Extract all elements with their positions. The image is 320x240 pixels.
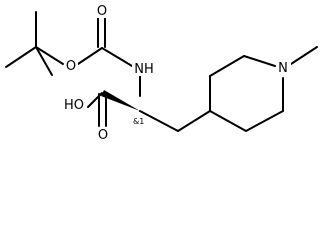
- bond-ring-c2-n-upper: [243, 55, 276, 67]
- ring-n-mask: [276, 60, 291, 75]
- piperidine-nitrogen-label: N: [278, 61, 288, 76]
- bond-alpha-c-to-ch2: [139, 110, 179, 132]
- bond-ring-c3-c2-upper: [209, 55, 245, 77]
- bond-n-to-methyl: [290, 46, 318, 65]
- bond-tbu-methyl-left: [5, 46, 37, 68]
- bond-tbu-to-ether-o: [35, 46, 64, 65]
- nh-mask: [132, 61, 156, 76]
- acid-o-mask: [96, 127, 110, 142]
- acid-carbonyl-oxygen-label: O: [98, 128, 108, 143]
- carbamate-ether-oxygen-label: O: [66, 59, 76, 74]
- bond-ring-c2-c3-lower: [245, 110, 284, 132]
- acid-hydroxyl-label: HO: [64, 98, 84, 113]
- amide-nh-label: NH: [134, 62, 154, 77]
- stereo-descriptor-label: &1: [133, 117, 144, 126]
- chemical-structure: O O NH HO O N &1: [5, 3, 318, 143]
- ether-o-mask: [64, 58, 78, 73]
- bond-carbamate-c-to-nh: [101, 47, 133, 67]
- bond-ether-o-to-carbonyl-c: [77, 47, 103, 65]
- bond-tbu-methyl-bottom: [35, 46, 53, 76]
- stereo-wedge-bond: [101, 90, 140, 111]
- carbonyl-o-mask: [95, 3, 109, 18]
- carbamate-carbonyl-oxygen-label: O: [97, 4, 107, 19]
- bond-ch2-to-ring: [177, 110, 211, 132]
- oh-mask: [62, 97, 86, 112]
- bond-ring-c3-c4-lower: [209, 110, 247, 132]
